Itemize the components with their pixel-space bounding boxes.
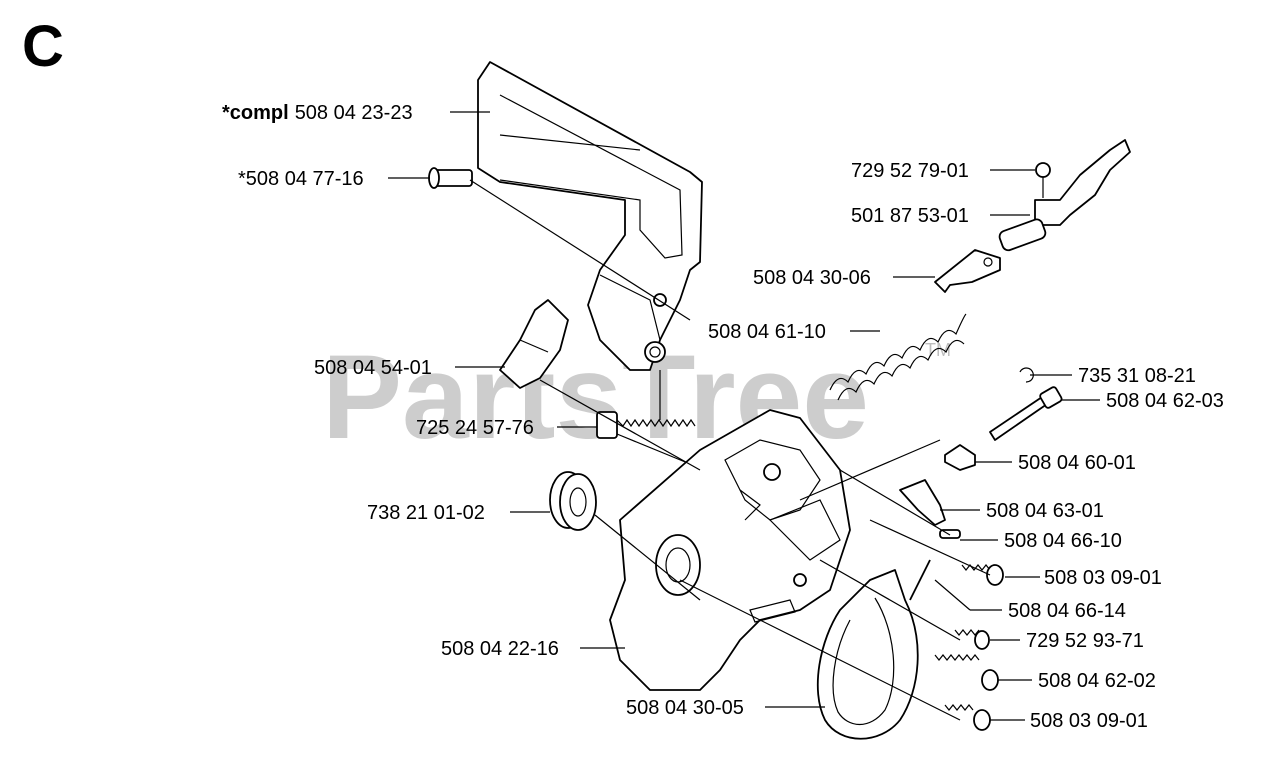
label-washer-plate: 508 04 63-01 — [986, 500, 1104, 522]
leader-lines — [388, 111, 1100, 721]
label-bracket: 508 04 30-06 — [753, 267, 871, 289]
washer-plate-part — [899, 479, 946, 526]
long-pin-part — [909, 559, 931, 601]
label-spring: 508 04 61-10 — [708, 321, 826, 343]
label-housing: 508 04 22-16 — [441, 638, 559, 660]
label-adjuster: 725 24 57-76 — [416, 417, 534, 439]
screw-b-part — [954, 629, 990, 650]
label-pin-long: 508 04 66-14 — [1008, 600, 1126, 622]
label-compl: *compl 508 04 23-23 — [222, 102, 413, 124]
small-screw-part — [1035, 162, 1051, 198]
pin-part — [428, 167, 473, 189]
label-screw-b: 729 52 93-71 — [1026, 630, 1144, 652]
spring-part — [829, 313, 967, 401]
label-pin-small: 508 04 66-10 — [1004, 530, 1122, 552]
shaft-bolt-part — [989, 386, 1063, 441]
part-labels: *compl 508 04 23-23 *508 04 77-16 729 52 … — [222, 102, 1224, 732]
screw-a-part — [961, 564, 1004, 586]
band-part — [816, 569, 919, 740]
label-compl-prefix: *compl — [222, 102, 289, 124]
label-cover: 508 04 54-01 — [314, 357, 432, 379]
lever-part — [998, 139, 1131, 252]
label-screw-small: 729 52 79-01 — [851, 160, 969, 182]
watermark-trademark: TM — [925, 340, 951, 360]
circlip-part — [1019, 367, 1034, 383]
alignment-lines — [469, 179, 991, 721]
screw-c-part — [934, 654, 999, 691]
screw-d-part — [944, 704, 991, 731]
label-circlip: 735 31 08-21 — [1078, 365, 1196, 387]
label-bushing: 738 21 01-02 — [367, 502, 485, 524]
label-plate: 508 04 60-01 — [1018, 452, 1136, 474]
label-pin: *508 04 77-16 — [238, 168, 364, 190]
adjuster-part — [596, 411, 696, 467]
brake-handle-part — [477, 61, 703, 371]
label-screw-d: 508 03 09-01 — [1030, 710, 1148, 732]
label-screw-c: 508 04 62-02 — [1038, 670, 1156, 692]
bushing-part — [549, 471, 597, 531]
label-shaft-bolt: 508 04 62-03 — [1106, 390, 1224, 412]
cover-part — [499, 299, 569, 389]
bracket-part — [934, 249, 1001, 293]
label-screw-a: 508 03 09-01 — [1044, 567, 1162, 589]
label-lever: 501 87 53-01 — [851, 205, 969, 227]
label-band: 508 04 30-05 — [626, 697, 744, 719]
section-letter: C — [22, 14, 64, 79]
plate-part — [944, 444, 976, 471]
housing-part — [609, 409, 851, 691]
label-compl-number: 508 04 23-23 — [295, 102, 413, 124]
